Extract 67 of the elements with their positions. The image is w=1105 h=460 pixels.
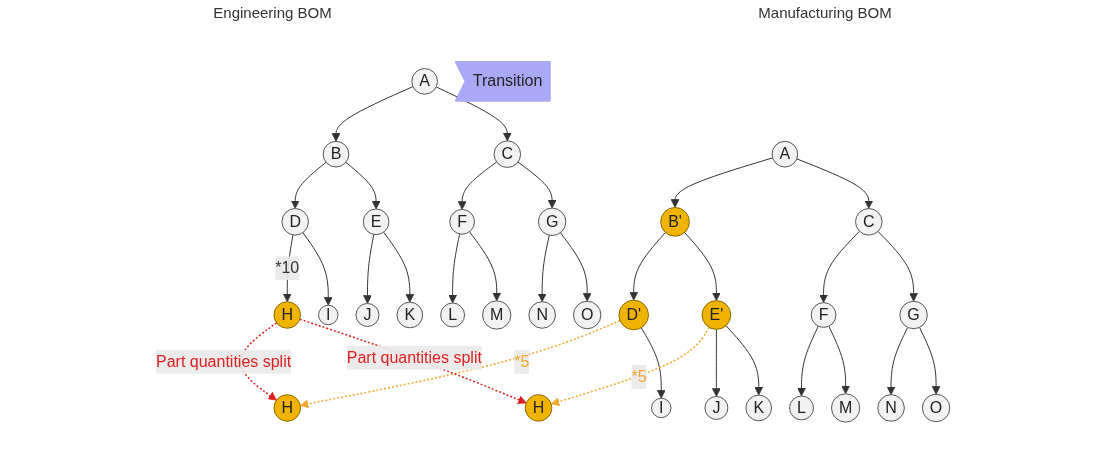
arrow — [517, 161, 557, 209]
arrow — [725, 325, 763, 396]
arrow — [457, 161, 497, 210]
arrow — [447, 233, 460, 304]
arrow — [711, 328, 721, 397]
arrow — [827, 325, 850, 395]
arrow — [550, 326, 710, 406]
arrow — [918, 326, 941, 395]
node-circle: I — [650, 397, 672, 419]
arrow — [331, 86, 414, 142]
edge-label: Part quantities split — [346, 348, 482, 366]
arrow — [537, 234, 550, 303]
edge-label: *5 — [513, 352, 529, 370]
node-circle: B' — [659, 206, 690, 237]
arrow — [299, 319, 621, 409]
arrow — [302, 232, 333, 306]
node-circle: D' — [618, 299, 649, 331]
arrow — [818, 230, 860, 303]
arrow — [298, 318, 527, 404]
node-circle: O — [572, 300, 601, 330]
diagram-heading: Manufacturing BOM — [758, 4, 892, 23]
arrow — [468, 231, 501, 302]
edge-label: Part quantities split — [155, 352, 291, 370]
node-circle: J — [704, 395, 728, 420]
node-circle: A — [771, 140, 798, 168]
arrow — [796, 325, 819, 397]
arrow — [435, 86, 512, 142]
node-circle: H — [524, 394, 552, 422]
node-circle: F — [810, 302, 837, 328]
node-circle: O — [921, 393, 950, 423]
arrow — [795, 158, 873, 209]
node-circle: J — [355, 303, 380, 327]
arrow — [290, 161, 327, 209]
arrow — [640, 327, 666, 399]
node-circle: N — [528, 301, 556, 329]
arrow — [559, 232, 592, 302]
arrow — [683, 232, 721, 301]
node-circle: A — [410, 68, 438, 95]
arrow — [886, 326, 908, 396]
arrow — [877, 230, 918, 302]
edge-label: *5 — [631, 368, 647, 386]
node-circle: B — [322, 140, 349, 168]
node-circle: C — [854, 208, 883, 236]
node-circle: I — [317, 304, 339, 326]
diagram-heading: Engineering BOM — [213, 4, 332, 23]
node-circle: H — [273, 301, 301, 329]
node-circle: L — [788, 395, 814, 421]
node-circle: M — [830, 393, 860, 423]
node-circle: H — [273, 394, 301, 422]
arrow — [382, 231, 414, 303]
arrow — [362, 233, 374, 304]
node-circle: L — [439, 302, 465, 328]
arrow — [344, 161, 381, 210]
node-circle: C — [493, 140, 521, 168]
node-circle: G — [537, 207, 566, 237]
node-circle: G — [898, 300, 928, 330]
arrow — [628, 232, 666, 301]
node-circle: N — [876, 394, 905, 422]
edge-label: *10 — [274, 259, 299, 277]
node-circle: E' — [701, 300, 731, 330]
node-circle: K — [745, 394, 772, 422]
node-circle: F — [448, 208, 475, 235]
arrow — [670, 157, 773, 208]
node-circle: D — [281, 208, 309, 236]
node-circle: K — [396, 301, 423, 329]
node-circle: M — [481, 300, 511, 330]
node-circle: E — [362, 208, 390, 236]
